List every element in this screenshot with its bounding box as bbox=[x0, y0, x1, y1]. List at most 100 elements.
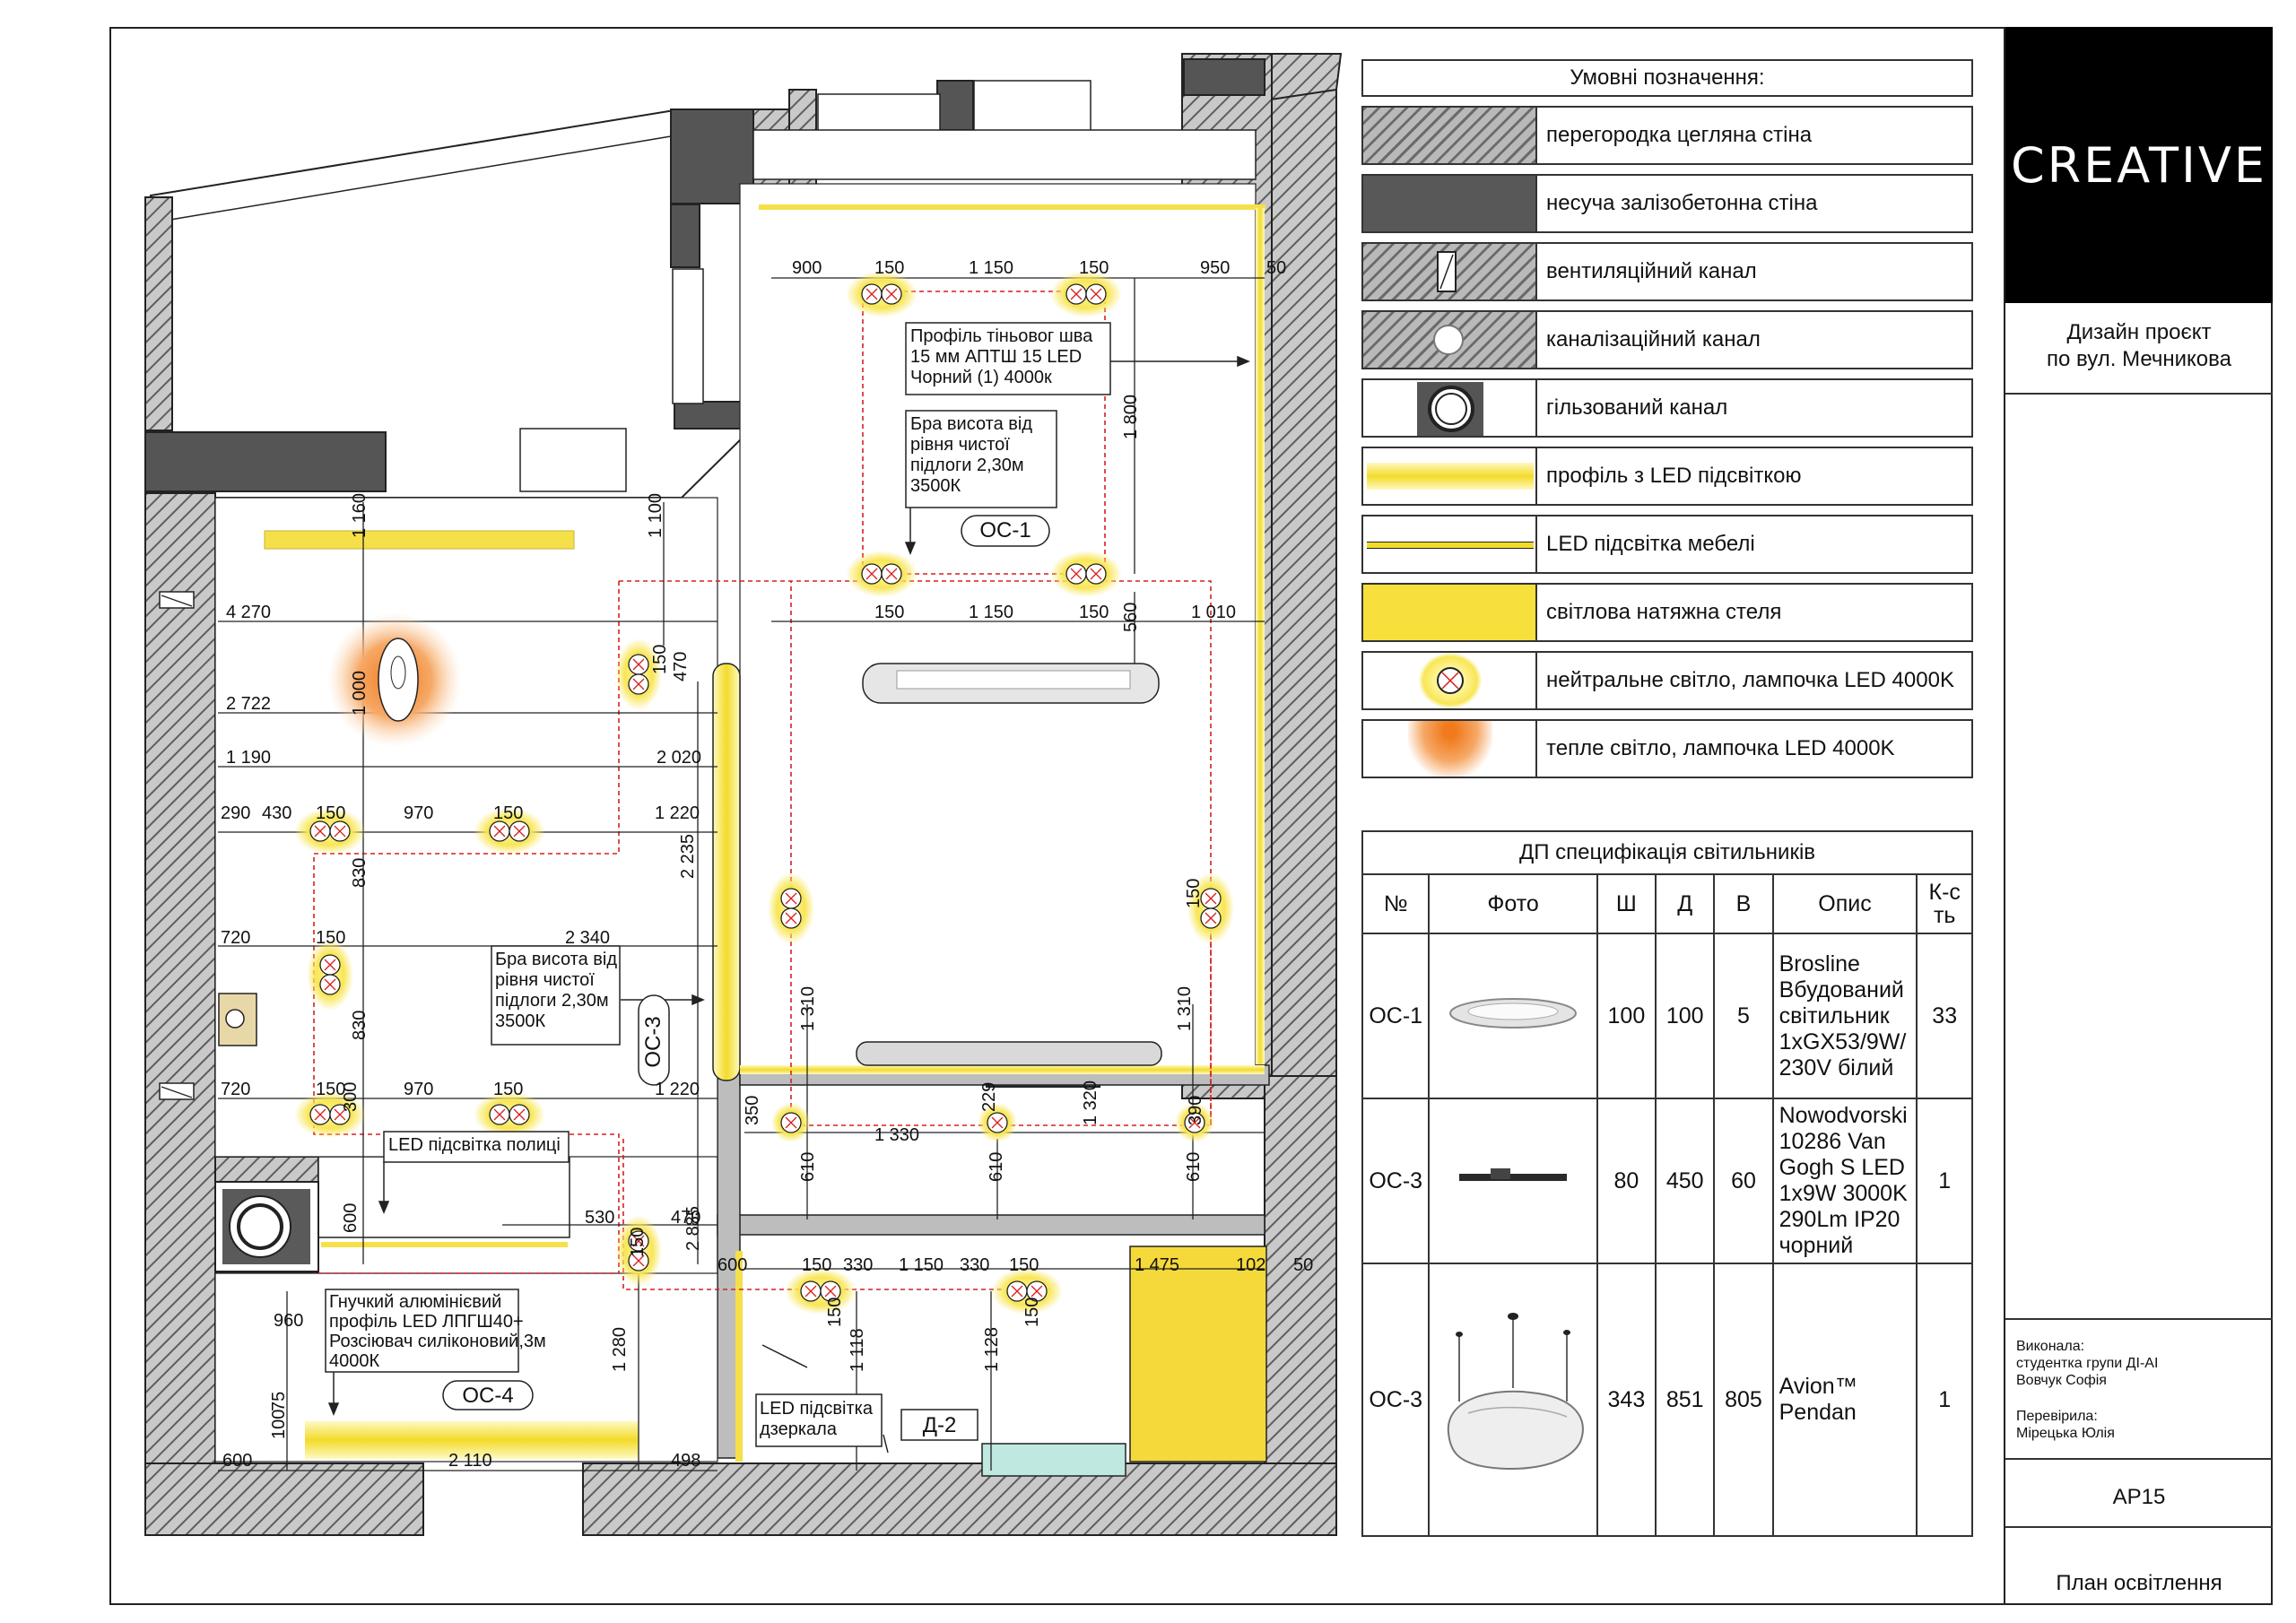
dimension-label: 50 bbox=[1266, 258, 1287, 278]
dimension-label: 1 128 bbox=[982, 1326, 1002, 1372]
legend-row: тепле світло, лампочка LED 4000K bbox=[1361, 719, 1973, 778]
dimension-label: 2 340 bbox=[565, 928, 611, 948]
dimension-label: 150 bbox=[650, 644, 670, 674]
spec-photo bbox=[1428, 933, 1598, 1099]
warm-pendant-light bbox=[327, 612, 462, 747]
spec-header: Опис bbox=[1771, 873, 1918, 934]
dimension-label: 330 bbox=[960, 1255, 990, 1275]
dimension-label: 229 bbox=[979, 1081, 999, 1112]
dimension-label: 1 310 bbox=[798, 985, 818, 1031]
desc-line: 10286 Van bbox=[1779, 1129, 1886, 1154]
legend-label: несуча залізобетонна стіна bbox=[1546, 191, 1818, 215]
dimension-label: 100 bbox=[269, 1409, 289, 1439]
spec-header-qty: К-сть bbox=[1928, 880, 1961, 928]
drawing-frame bbox=[109, 27, 2273, 1605]
spec-h: 805 bbox=[1713, 1263, 1774, 1537]
desc-line: Вбудований bbox=[1779, 976, 1904, 1002]
downlight-cross bbox=[493, 1108, 506, 1121]
dimension-label: 150 bbox=[316, 928, 346, 948]
dimension-label: 498 bbox=[671, 1451, 701, 1471]
author-line: Вовчук Софія bbox=[2016, 1373, 2107, 1388]
legend-label: гільзований канал bbox=[1546, 395, 1728, 420]
downlight-cross bbox=[334, 825, 346, 838]
project-title: Дизайн проєкт по вул. Мечникова bbox=[2005, 319, 2273, 373]
legend-row: профіль з LED підсвіткою bbox=[1361, 447, 1973, 506]
dimension-label: 150 bbox=[316, 803, 346, 823]
note-flex-profile: Гнучкий алюмінієвий профіль LED ЛПГШ40+ … bbox=[329, 1292, 546, 1371]
dimension-label: 960 bbox=[274, 1311, 304, 1331]
dimension-label: 1 320 bbox=[1081, 1080, 1100, 1125]
note-line: рівня чистої bbox=[910, 435, 1010, 455]
desc-line: 230V білий bbox=[1779, 1055, 1894, 1081]
warm-light-icon bbox=[1363, 721, 1537, 777]
tag-d2: Д-2 bbox=[922, 1413, 957, 1437]
dimension-label: 150 bbox=[493, 803, 524, 823]
dimension-label: 470 bbox=[671, 1208, 701, 1228]
note-sconce-2: Бра висота від рівня чистої підлоги 2,30… bbox=[495, 950, 617, 1032]
sleeved-duct-icon bbox=[214, 1181, 319, 1272]
furniture-led-icon bbox=[1363, 516, 1537, 572]
desc-line: чорний bbox=[1779, 1233, 1854, 1258]
note-line: Гнучкий алюмінієвий bbox=[329, 1292, 502, 1312]
note-line: Бра висота від bbox=[495, 950, 617, 969]
legend-row: каналізаційний канал bbox=[1361, 310, 1973, 369]
stretch-ceiling bbox=[1129, 1245, 1267, 1462]
dimension-label: 900 bbox=[792, 258, 822, 278]
downlight-cross bbox=[632, 678, 645, 690]
creative-logo: CREATIVE bbox=[2005, 27, 2273, 303]
dimension-label: 350 bbox=[743, 1095, 762, 1125]
dimension-label: 1 330 bbox=[874, 1125, 920, 1145]
dimension-label: 610 bbox=[987, 1151, 1006, 1182]
dimension-label: 150 bbox=[874, 603, 905, 622]
downlight-cross bbox=[785, 912, 797, 924]
spec-no: ОС-1 bbox=[1361, 933, 1431, 1099]
spec-w: 343 bbox=[1596, 1263, 1657, 1537]
downlight-cross bbox=[885, 568, 898, 580]
dimension-label: 1 010 bbox=[1191, 603, 1237, 622]
downlight-cross bbox=[1070, 288, 1083, 300]
downlight-cross bbox=[334, 1108, 346, 1121]
fixture-spec-table: ДП специфікація світильників № Фото Ш Д … bbox=[1361, 830, 1973, 1537]
divider bbox=[2005, 1318, 2273, 1320]
downlight-cross bbox=[1205, 892, 1217, 905]
desc-line: 290Lm IP20 bbox=[1779, 1207, 1900, 1232]
checker-line: Перевірила: bbox=[2016, 1409, 2098, 1424]
spec-header: Фото bbox=[1428, 873, 1598, 934]
author-line: студентка групи ДІ-АІ bbox=[2016, 1356, 2159, 1371]
legend-row: несуча залізобетонна стіна bbox=[1361, 174, 1973, 233]
spec-header: Д bbox=[1655, 873, 1716, 934]
downlight-cross bbox=[1090, 288, 1102, 300]
desc-line: 1xGX53/9W/ bbox=[1779, 1028, 1907, 1055]
dimension-label: 2 885 bbox=[683, 1205, 703, 1251]
tag-os1: ОС-1 bbox=[979, 518, 1031, 542]
concrete-wall-swatch bbox=[1363, 176, 1537, 231]
dimension-label: 2 110 bbox=[448, 1451, 492, 1471]
legend-row: гільзований канал bbox=[1361, 378, 1973, 438]
dimension-label: 330 bbox=[843, 1255, 874, 1275]
dimension-label: 150 bbox=[802, 1255, 832, 1275]
note-line: 3500К bbox=[495, 1011, 546, 1031]
dimension-label: 1 220 bbox=[655, 803, 700, 823]
dimension-label: 102 bbox=[1236, 1255, 1266, 1275]
legend-label: вентиляційний канал bbox=[1546, 259, 1757, 283]
dimension-label: 150 bbox=[1184, 878, 1204, 908]
downlight-photo-icon bbox=[1449, 997, 1578, 1028]
dimension-label: 430 bbox=[262, 803, 292, 823]
legend: Умовні позначення: перегородка цегляна с… bbox=[1361, 59, 1973, 778]
dimension-label: 1 800 bbox=[1121, 394, 1141, 439]
note-line: профіль LED ЛПГШ40+ bbox=[329, 1312, 524, 1332]
spec-no: ОС-3 bbox=[1361, 1263, 1431, 1537]
downlight-cross bbox=[1011, 1285, 1023, 1298]
downlight-cross bbox=[824, 1285, 837, 1298]
desc-line: Brosline bbox=[1779, 950, 1860, 976]
wall-sconce-photo-icon bbox=[1459, 1167, 1568, 1181]
note-line: дзеркала bbox=[760, 1419, 837, 1439]
dimension-label: 1 118 bbox=[848, 1328, 867, 1372]
dimension-label: 470 bbox=[671, 651, 691, 681]
legend-row: перегородка цегляна стіна bbox=[1361, 106, 1973, 165]
sewer-duct-icon bbox=[1363, 312, 1537, 368]
dimension-label: 1 160 bbox=[350, 492, 370, 538]
dimension-label: 1 280 bbox=[610, 1326, 630, 1372]
legend-label: нейтральне світло, лампочка LED 4000K bbox=[1546, 668, 1954, 692]
spec-w: 80 bbox=[1596, 1098, 1657, 1264]
